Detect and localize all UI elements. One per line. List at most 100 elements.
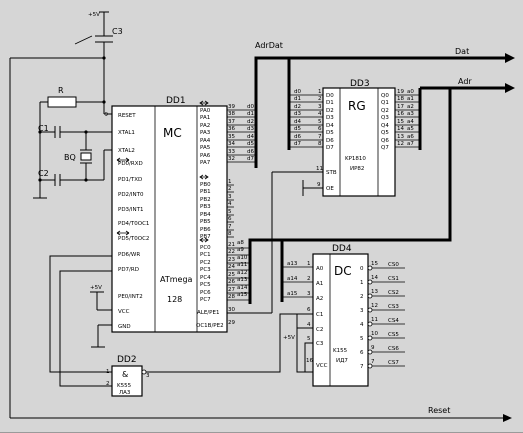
vcc-dd4-label: +5V: [283, 335, 295, 341]
dd3-ref: DD3: [350, 79, 370, 89]
dd4-out-label: 2: [360, 294, 364, 300]
dd1-oc1b-label: OC1B/PE2: [196, 323, 224, 329]
dd1-pc-pin-number: 23: [228, 257, 235, 263]
dd2-part-line2: ЛА3: [119, 390, 131, 396]
dd1-pb-pin-number: 4: [228, 201, 232, 207]
dd3-body: [322, 87, 396, 197]
dd3-in-pin-number: 2: [318, 96, 322, 102]
dd1-pb-pin-number: 8: [228, 231, 232, 237]
dd1-address-signal: a11: [237, 262, 247, 268]
dd1-pin-label: PD4/T0OC1: [118, 221, 149, 227]
dd3-input-signal: d3: [294, 111, 301, 117]
dd3-oe-pin-number: 9: [317, 182, 321, 188]
dd1-pc-pin-number: 27: [228, 287, 235, 293]
dd1-pb-label: PB6: [200, 227, 211, 233]
dd4-out-label: 1: [360, 280, 364, 286]
dd1-port-b: PB0 PB1 PB2 PB3 PB4 PB5 PB6 PB7 1 2 3 4 …: [199, 174, 234, 240]
dd1-pb-label: PB7: [200, 234, 211, 240]
dd4-c-pin-number: 5: [307, 336, 311, 342]
dd1-pa-pin-number: 32: [228, 156, 235, 162]
dd1-pa-pin-number: 39: [228, 104, 235, 110]
dd1-pb-label: PB5: [200, 219, 211, 225]
dd3-out-pin-number: 15: [397, 119, 404, 125]
dd1-ref: DD1: [166, 96, 186, 106]
dd3-input-signal: d7: [294, 141, 301, 147]
dd3-q-label: Q5: [381, 130, 389, 136]
dd1-port-c: PC0 PC1 PC2 PC3 PC4 PC5 PC6 PC7 21 22 23…: [196, 237, 250, 329]
dd1-data-signal: d1: [247, 111, 254, 117]
dd3-stb-label: STB: [326, 170, 337, 176]
reset-line: Reset: [10, 406, 512, 422]
dd4-decoder: DD4 DC K155 ИД7 A0 A1 A2 1 2 3 a13 a14 a…: [282, 244, 405, 387]
dd3-input-signal: d2: [294, 104, 301, 110]
dd3-output-signal: a1: [407, 96, 414, 102]
dd2-pin-b-number: 2: [106, 381, 110, 387]
dd1-pa-label: PA7: [200, 160, 211, 166]
dd1-pin-label: VCC: [118, 309, 130, 315]
dd1-pa-pin-number: 37: [228, 119, 235, 125]
vcc-top-label: +5V: [88, 12, 100, 18]
chip-select-output: CS7: [388, 360, 399, 366]
dd2-nand-gate: DD2 & K555 ЛА3 1 2 3: [49, 255, 297, 397]
dd3-input-signal: d1: [294, 96, 301, 102]
dd1-pin-label: PE0/INT2: [118, 294, 143, 300]
dd1-pa-label: PA2: [200, 123, 210, 129]
dd4-a-label: A2: [316, 296, 323, 302]
dd1-pc-pin-number: 22: [228, 249, 235, 255]
dd1-ale-pin-number: 30: [228, 307, 235, 313]
dd1-pb-pin-number: 5: [228, 209, 232, 215]
dd4-out-pin-number: 13: [371, 289, 378, 295]
vcc-dd1-label: +5V: [90, 285, 102, 291]
dd4-out-label: 7: [360, 364, 364, 370]
chip-select-output: CS3: [388, 304, 399, 310]
dd1-pin-label: PD6/WR: [118, 252, 140, 258]
chip-select-output: CS6: [388, 346, 399, 352]
dd1-pc-pin-number: 21: [228, 242, 235, 248]
dd3-input-signal: d5: [294, 126, 301, 132]
dd1-pc-label: PC7: [200, 297, 211, 303]
dd3-d-label: D4: [326, 123, 334, 129]
crystal-bq-symbol: [80, 152, 92, 161]
dd1-data-signal: d3: [247, 126, 254, 132]
clock-reset-circuit: R C1 BQ C2: [33, 86, 112, 199]
dd4-c-label: C3: [316, 341, 324, 347]
dd4-out-pin-number: 7: [371, 359, 375, 365]
dd3-input-signal: d6: [294, 134, 301, 140]
dd1-pc-pin-number: 24: [228, 264, 235, 270]
dd4-out-pin-number: 12: [371, 303, 378, 309]
dd1-pin-label: PD7/RD: [118, 267, 139, 273]
dd1-address-signal: a15: [237, 292, 248, 298]
dd4-out-pin-number: 15: [371, 261, 378, 267]
dd3-output-signal: a7: [407, 141, 414, 147]
dd1-pin-label: PD1/TXD: [118, 177, 142, 183]
dd1-ale-label: ALE/PE1: [197, 310, 219, 316]
dd1-address-signal: a14: [237, 285, 248, 291]
dd3-out-pin-number: 16: [397, 111, 404, 117]
dd3-d-label: D0: [326, 93, 334, 99]
dd1-pa-label: PA4: [200, 138, 211, 144]
dd1-pc-label: PC1: [200, 252, 211, 258]
dd3-input-signal: d4: [294, 119, 301, 125]
chip-select-output: CS2: [388, 290, 399, 296]
dd4-part-line1: K155: [333, 348, 348, 354]
dd1-pa-label: PA0: [200, 108, 211, 114]
r-label: R: [58, 86, 64, 95]
dd4-a-label: A0: [316, 266, 324, 272]
dd4-out-label: 0: [360, 266, 364, 272]
dd3-function: RG: [348, 99, 366, 113]
dd1-data-signal: d0: [247, 104, 254, 110]
dd3-d-label: D7: [326, 145, 334, 151]
dd1-pa-pin-number: 36: [228, 126, 235, 132]
dd1-data-signal: d6: [247, 149, 254, 155]
dd1-data-signal: d5: [247, 141, 254, 147]
dd1-pb-pin-number: 7: [228, 224, 232, 230]
dd1-oc1b-pin-number: 29: [228, 320, 235, 326]
dd1-data-signal: d4: [247, 134, 254, 140]
dd4-out-pin-number: 10: [371, 331, 378, 337]
dd1-reset-pin-number: 9: [105, 112, 109, 118]
dd3-stb-pin-number: 11: [316, 166, 323, 172]
dd3-in-pin-number: 4: [318, 111, 322, 117]
dd1-pc-label: PC6: [200, 290, 211, 296]
dd2-part-line1: K555: [117, 383, 132, 389]
